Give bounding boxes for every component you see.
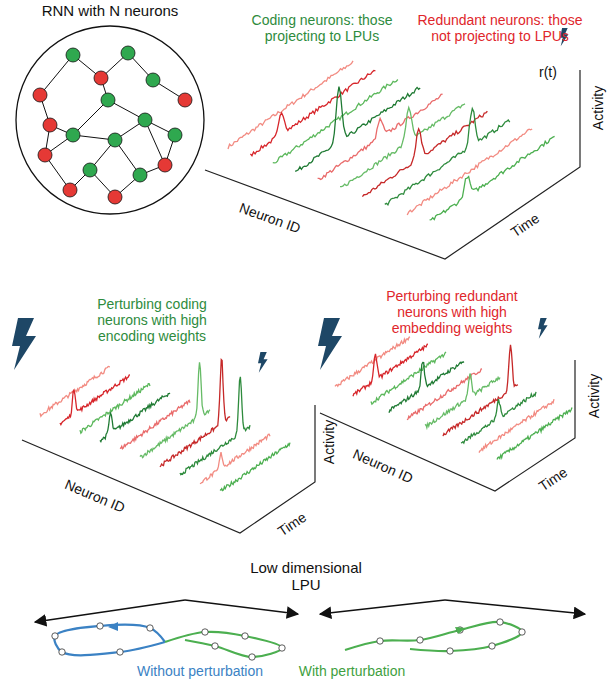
activity-trace [100, 393, 170, 442]
state-dot [249, 654, 255, 660]
state-dot [497, 619, 503, 625]
trajectory [345, 622, 522, 651]
activity-trace [250, 70, 375, 155]
axis-label: Neuron ID [50, 471, 139, 521]
state-dot [117, 649, 123, 655]
activity-trace [362, 111, 487, 196]
direction-arrow [455, 627, 466, 634]
legend-note: Coding neurons: those projecting to LPUs [247, 12, 397, 44]
state-dot [97, 623, 103, 629]
plot-axes [320, 360, 575, 491]
direction-arrow [108, 622, 118, 631]
network-outline [13, 23, 207, 217]
activity-trace [407, 129, 532, 215]
activity-trace [60, 375, 130, 425]
state-dot [147, 625, 153, 631]
axis-label: Neuron ID [339, 440, 428, 491]
space-label: Low dimensional LPU [241, 559, 371, 594]
lightning-bolt [318, 318, 342, 370]
lpu-axis [35, 600, 185, 622]
state-dot [242, 633, 248, 639]
state-dot [377, 638, 383, 644]
node-heading: RNN with N neurons [10, 2, 210, 19]
lpu-axis [320, 600, 445, 614]
lightning-bolt [12, 318, 36, 370]
activity-trace [160, 360, 230, 467]
trajectory [54, 625, 165, 656]
lightning-bolt [538, 318, 548, 339]
activity-trace [425, 374, 500, 428]
activity-trace [461, 392, 536, 443]
activity-trace [295, 87, 420, 172]
state-dot [52, 633, 58, 639]
lpu-axis [185, 600, 298, 614]
activity-trace [80, 384, 150, 434]
activity-trace [180, 377, 250, 475]
state-dot [519, 629, 525, 635]
state-dot [417, 637, 423, 643]
activity-trace [140, 362, 210, 457]
axis-label: Activity [321, 407, 337, 477]
axis-label: Activity [586, 361, 602, 431]
axis-label: Time [500, 204, 550, 245]
activity-trace [318, 94, 443, 179]
perturbation-note: Perturbing redundant neurons with high e… [367, 288, 537, 336]
activity-trace [443, 345, 518, 436]
activity-trace [371, 352, 446, 404]
activity-trace [200, 434, 270, 484]
state-dot [59, 649, 65, 655]
activity-trace [220, 443, 290, 491]
trajectory [165, 632, 282, 657]
plot-axes [22, 405, 315, 533]
trajectory-label: With perturbation [282, 663, 422, 679]
plot-axes [205, 70, 580, 259]
signal-name: r(t) [528, 64, 568, 80]
axis-label: Activity [590, 73, 606, 143]
lpu-axis [445, 600, 585, 614]
activity-trace [497, 407, 572, 459]
legend-note: Redundant neurons: those not projecting … [408, 12, 593, 44]
trajectory-label: Without perturbation [115, 663, 285, 679]
state-dot [489, 643, 495, 649]
lightning-bolt [258, 352, 268, 373]
activity-trace [479, 399, 554, 452]
activity-trace [40, 366, 110, 416]
state-dot [279, 645, 285, 651]
state-dot [212, 643, 218, 649]
perturbation-note: Perturbing coding neurons with high enco… [72, 296, 232, 344]
state-dot [202, 629, 208, 635]
state-dot [447, 648, 453, 654]
activity-trace [120, 400, 190, 448]
activity-trace [340, 104, 465, 187]
activity-trace [353, 344, 428, 396]
activity-trace [430, 136, 555, 219]
axis-label: Neuron ID [225, 195, 315, 241]
network-circle: RNN with N neurons [10, 2, 210, 217]
